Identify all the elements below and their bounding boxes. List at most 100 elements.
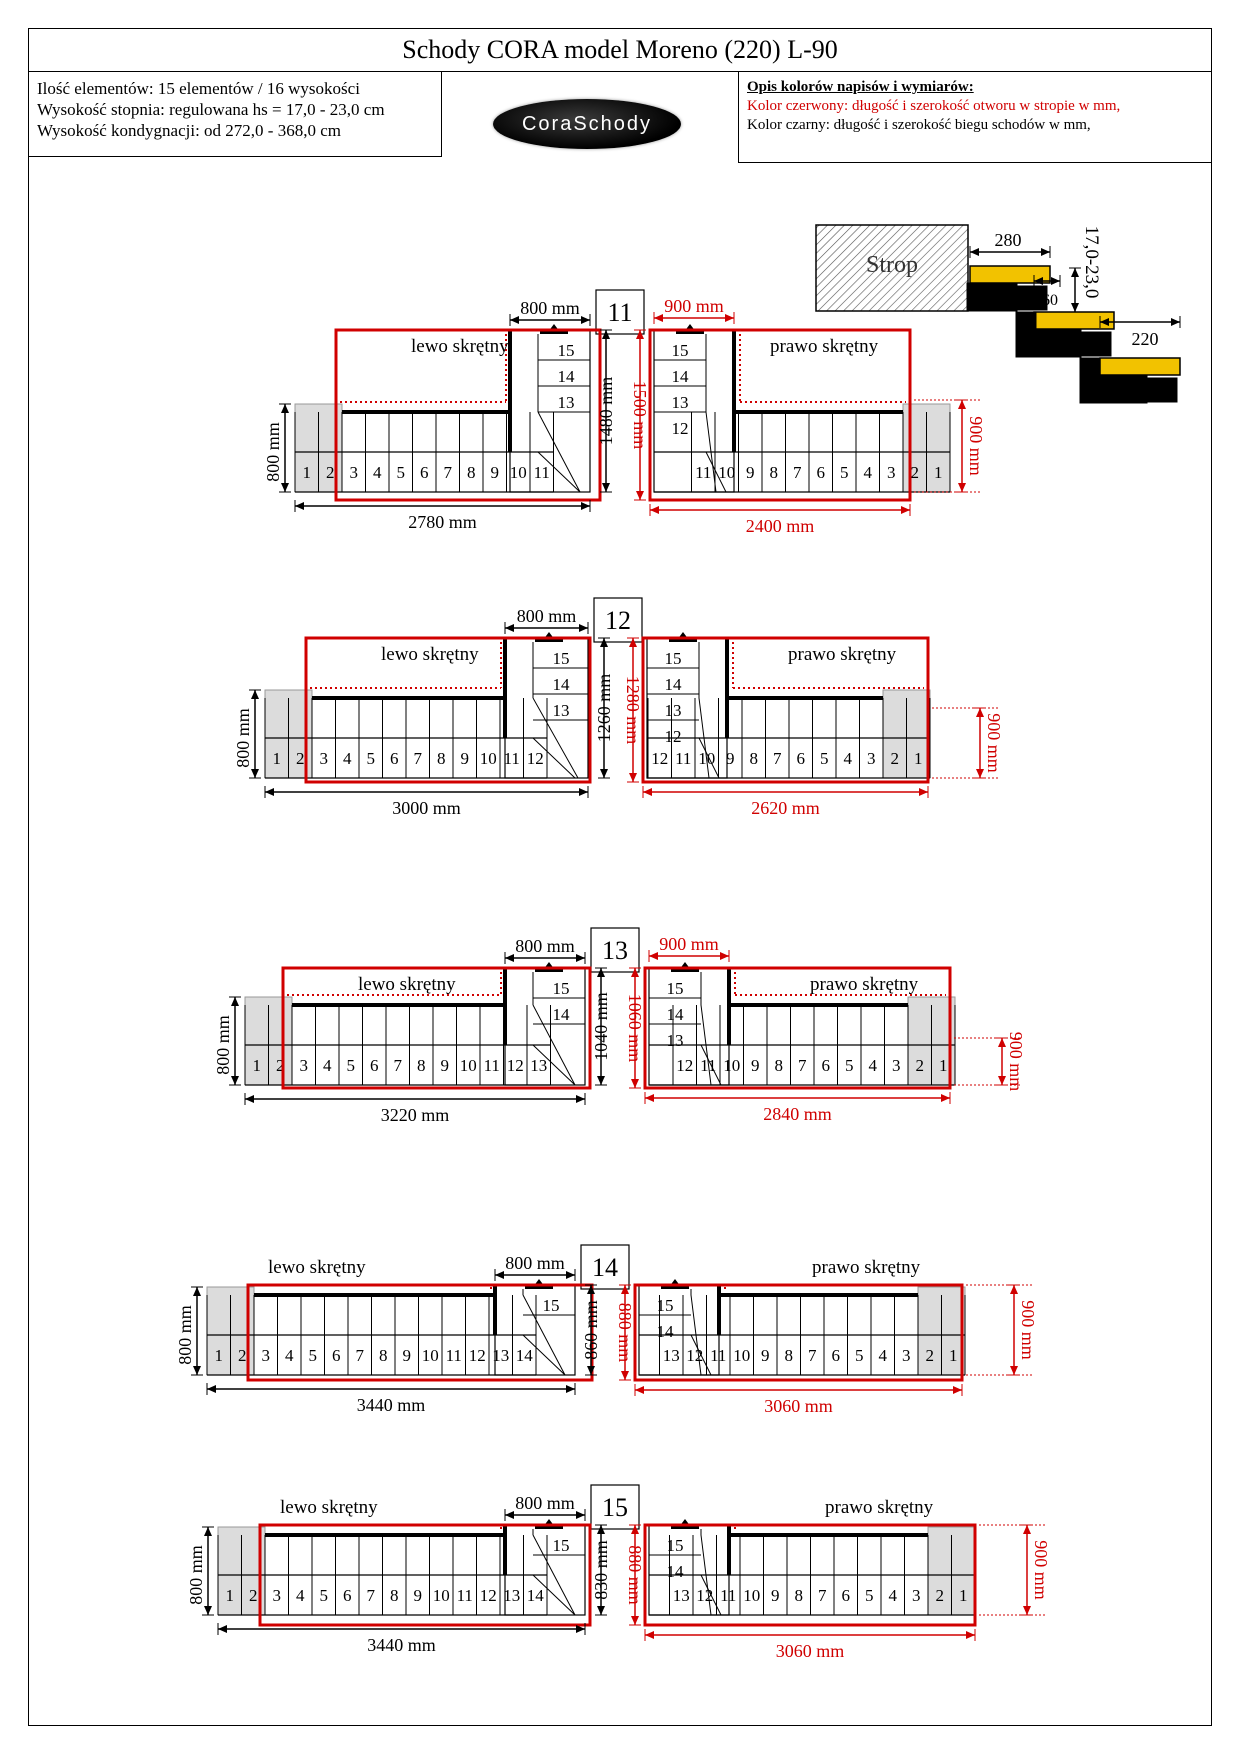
step-number: 3 <box>273 1586 282 1605</box>
right-width-label: 900 mm <box>659 934 719 954</box>
dim-right-depth-arrow-top <box>621 1285 629 1294</box>
left-length-label: 3440 mm <box>357 1395 426 1415</box>
step-number: 8 <box>785 1346 794 1365</box>
dim-left-depth-arrow-top <box>597 968 605 977</box>
step-number: 2 <box>238 1346 247 1365</box>
winder-diagonal <box>532 697 579 779</box>
dim-left-depth-arrow-bottom <box>600 769 608 778</box>
step-number: 6 <box>822 1056 831 1075</box>
step-number: 7 <box>793 463 802 482</box>
step-number: 12 <box>676 1056 693 1075</box>
right-label: prawo skrętny <box>812 1257 921 1278</box>
dim-left-side-arrow-bottom <box>251 769 259 778</box>
dim-left-depth-arrow-top <box>602 330 610 339</box>
step-number: 15 <box>672 341 689 360</box>
right-side-label: 900 mm <box>966 416 986 476</box>
dim-left-side-arrow-top <box>251 690 259 699</box>
step-number: 11 <box>457 1586 473 1605</box>
dim-right-length-arrow-right <box>941 1094 950 1102</box>
dim-left-width-arrow-left <box>505 1511 514 1519</box>
step-number: 5 <box>845 1056 854 1075</box>
step-number: 1 <box>253 1056 262 1075</box>
dim-left-length-arrow-left <box>265 788 274 796</box>
page-title: Schody CORA model Moreno (220) L-90 <box>28 28 1212 72</box>
step-number: 15 <box>553 1536 570 1555</box>
winder-diagonal <box>690 1334 712 1376</box>
step-number: 7 <box>808 1346 817 1365</box>
dim-rise-arrow-bottom <box>1071 303 1079 312</box>
step-number: 1 <box>215 1346 224 1365</box>
step-number: 14 <box>553 1005 571 1024</box>
dim-right-depth-arrow-top <box>636 330 644 339</box>
tread-depth-label: 280 <box>995 230 1022 250</box>
winder-diagonal <box>700 1004 712 1086</box>
step-number: 4 <box>373 463 382 482</box>
section-number: 12 <box>605 606 631 635</box>
step-number: 12 <box>651 749 668 768</box>
left-depth-label: 860 mm <box>581 1300 601 1360</box>
section-number-box <box>595 289 645 335</box>
step-number: 8 <box>795 1586 804 1605</box>
info-line-elements: Ilość elementów: 15 elementów / 16 wysok… <box>37 79 360 98</box>
step-number: 3 <box>892 1056 901 1075</box>
right-length-label: 2620 mm <box>751 798 820 818</box>
step-number: 7 <box>394 1056 403 1075</box>
step-number: 12 <box>507 1056 524 1075</box>
step-number: 7 <box>414 749 423 768</box>
step-number: 8 <box>467 463 476 482</box>
step-number: 14 <box>657 1322 675 1341</box>
legend-heading: Opis kolorów napisów i wymiarów: <box>747 79 974 95</box>
step-number: 3 <box>300 1056 309 1075</box>
winder-diagonal <box>698 697 710 779</box>
dim-run-arrow-left <box>1100 318 1109 326</box>
step-number: 9 <box>441 1056 450 1075</box>
dim-right-side-arrow-bottom <box>976 769 984 778</box>
step-number: 4 <box>323 1056 332 1075</box>
right-length-label: 2840 mm <box>763 1104 832 1124</box>
dim-left-depth-arrow-bottom <box>602 483 610 492</box>
step-number: 15 <box>558 341 575 360</box>
step-number: 7 <box>773 749 782 768</box>
step-number: 14 <box>527 1586 545 1605</box>
dim-left-side-arrow-top <box>281 404 289 413</box>
right-opening-outline <box>643 966 952 1090</box>
step-number: 1 <box>934 463 943 482</box>
step-number: 9 <box>761 1346 770 1365</box>
dim-overlap-arrow-right <box>1051 277 1060 285</box>
step-number: 11 <box>534 463 550 482</box>
dim-run-arrow-right <box>1171 318 1180 326</box>
step-number: 14 <box>665 675 683 694</box>
step-number: 15 <box>665 649 682 668</box>
dim-right-width-arrow-right <box>720 952 729 960</box>
dim-right-length-arrow-left <box>645 1094 654 1102</box>
step-number: 6 <box>390 749 399 768</box>
dim-left-side-arrow-bottom <box>231 1076 239 1085</box>
dim-right-depth-arrow-top <box>629 638 637 647</box>
step-number: 10 <box>510 463 527 482</box>
info-line-step-height: Wysokość stopnia: regulowana hs = 17,0 -… <box>37 100 385 119</box>
dim-right-side-arrow-bottom <box>1010 1366 1018 1375</box>
left-length-label: 3440 mm <box>367 1635 436 1655</box>
dim-tread-depth-arrow-right <box>1041 248 1050 256</box>
step-number: 2 <box>326 463 335 482</box>
winder-diagonal <box>700 1044 722 1086</box>
dim-left-width-arrow-right <box>576 1511 585 1519</box>
dim-left-length-arrow-left <box>207 1385 216 1393</box>
right-depth-label: 1060 mm <box>625 994 645 1063</box>
step-number: 10 <box>733 1346 750 1365</box>
step-number: 8 <box>750 749 759 768</box>
step-number: 13 <box>530 1056 547 1075</box>
page-frame <box>28 28 1212 1726</box>
left-opening-outline <box>246 1283 594 1382</box>
right-side-label: 900 mm <box>1018 1300 1038 1360</box>
dim-left-length-arrow-left <box>245 1095 254 1103</box>
left-label: lewo skrętny <box>381 644 479 665</box>
right-label: prawo skrętny <box>810 974 919 995</box>
step-number: 5 <box>855 1346 864 1365</box>
right-depth-label: 1280 mm <box>623 676 643 745</box>
dim-left-length-arrow-right <box>566 1385 575 1393</box>
step-number: 11 <box>710 1346 726 1365</box>
step-number: 13 <box>558 393 575 412</box>
ceiling-block <box>815 224 969 312</box>
